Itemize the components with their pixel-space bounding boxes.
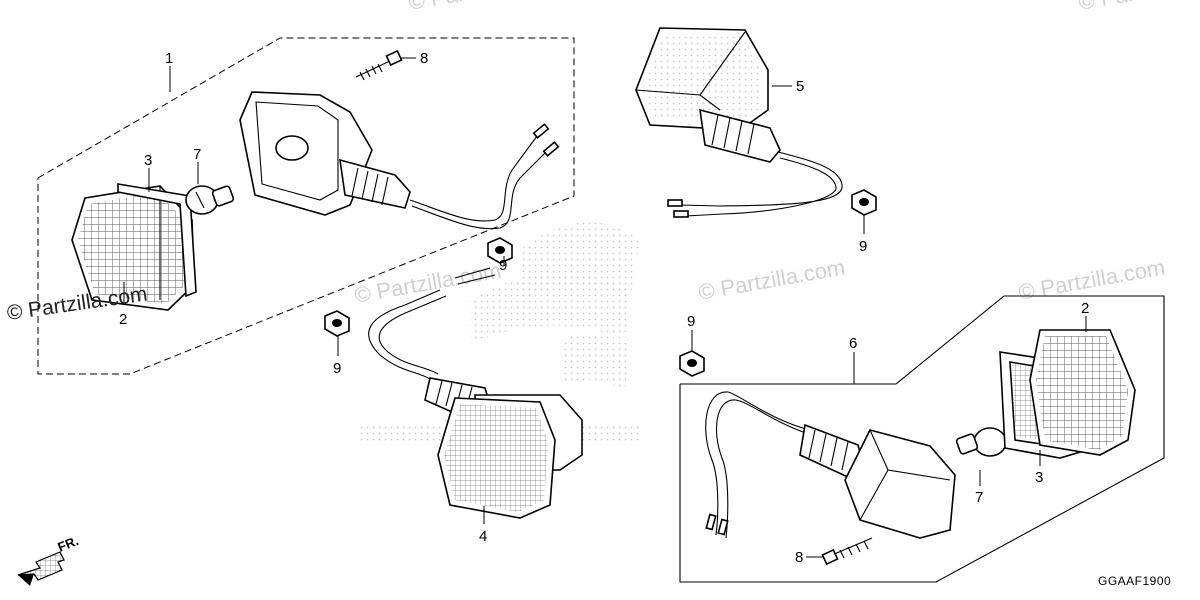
callout-2: 2: [1081, 300, 1089, 317]
assembly-group-6: [679, 295, 1165, 583]
callout-9: 9: [687, 313, 695, 330]
bulb-right: [955, 427, 1007, 457]
leader-lines: [123, 57, 1087, 558]
nut-icon: [851, 189, 877, 216]
callout-7: 7: [193, 146, 201, 163]
screw-icon: [355, 49, 403, 81]
watermark-text: © Partzilla.com: [407, 0, 557, 15]
bulb-left: [185, 185, 235, 215]
assembly-group-1: [37, 37, 575, 375]
callout-4: 4: [479, 528, 487, 545]
front-label: FR.: [56, 533, 81, 555]
callout-9: 9: [499, 257, 507, 274]
callout-labels: 1 3 7 2 8 9 9 4 5 9 9 6 2 3 7 8: [119, 50, 1089, 566]
callout-5: 5: [796, 78, 804, 95]
watermark-text: © Partzilla.com: [697, 255, 847, 305]
callout-9: 9: [859, 238, 867, 255]
diagram-code: GGAAF1900: [1098, 574, 1171, 588]
callout-8: 8: [795, 549, 803, 566]
turn-signal-lamp-5: [635, 27, 843, 218]
group-6-outline: [679, 295, 1165, 583]
callout-3: 3: [1035, 469, 1043, 486]
turn-signal-lamp-4: [368, 267, 583, 519]
callout-3: 3: [144, 152, 152, 169]
callout-9: 9: [333, 360, 341, 377]
callout-2: 2: [119, 311, 127, 328]
nut-icon: [324, 310, 350, 337]
front-arrow-icon: [17, 551, 65, 586]
watermark-text: © Partzilla.com: [1077, 0, 1200, 15]
group-1-outline: [37, 37, 575, 375]
nut-icon: [487, 237, 513, 264]
callout-6: 6: [849, 335, 857, 352]
callout-7: 7: [975, 489, 983, 506]
housing-left: [239, 91, 560, 230]
nut-icon: [679, 350, 705, 377]
lens-left: [71, 185, 195, 311]
callout-8: 8: [420, 50, 428, 67]
screw-icon: [821, 537, 873, 566]
callout-1: 1: [165, 50, 173, 67]
watermark-text: © Partzilla.com: [1017, 255, 1167, 305]
